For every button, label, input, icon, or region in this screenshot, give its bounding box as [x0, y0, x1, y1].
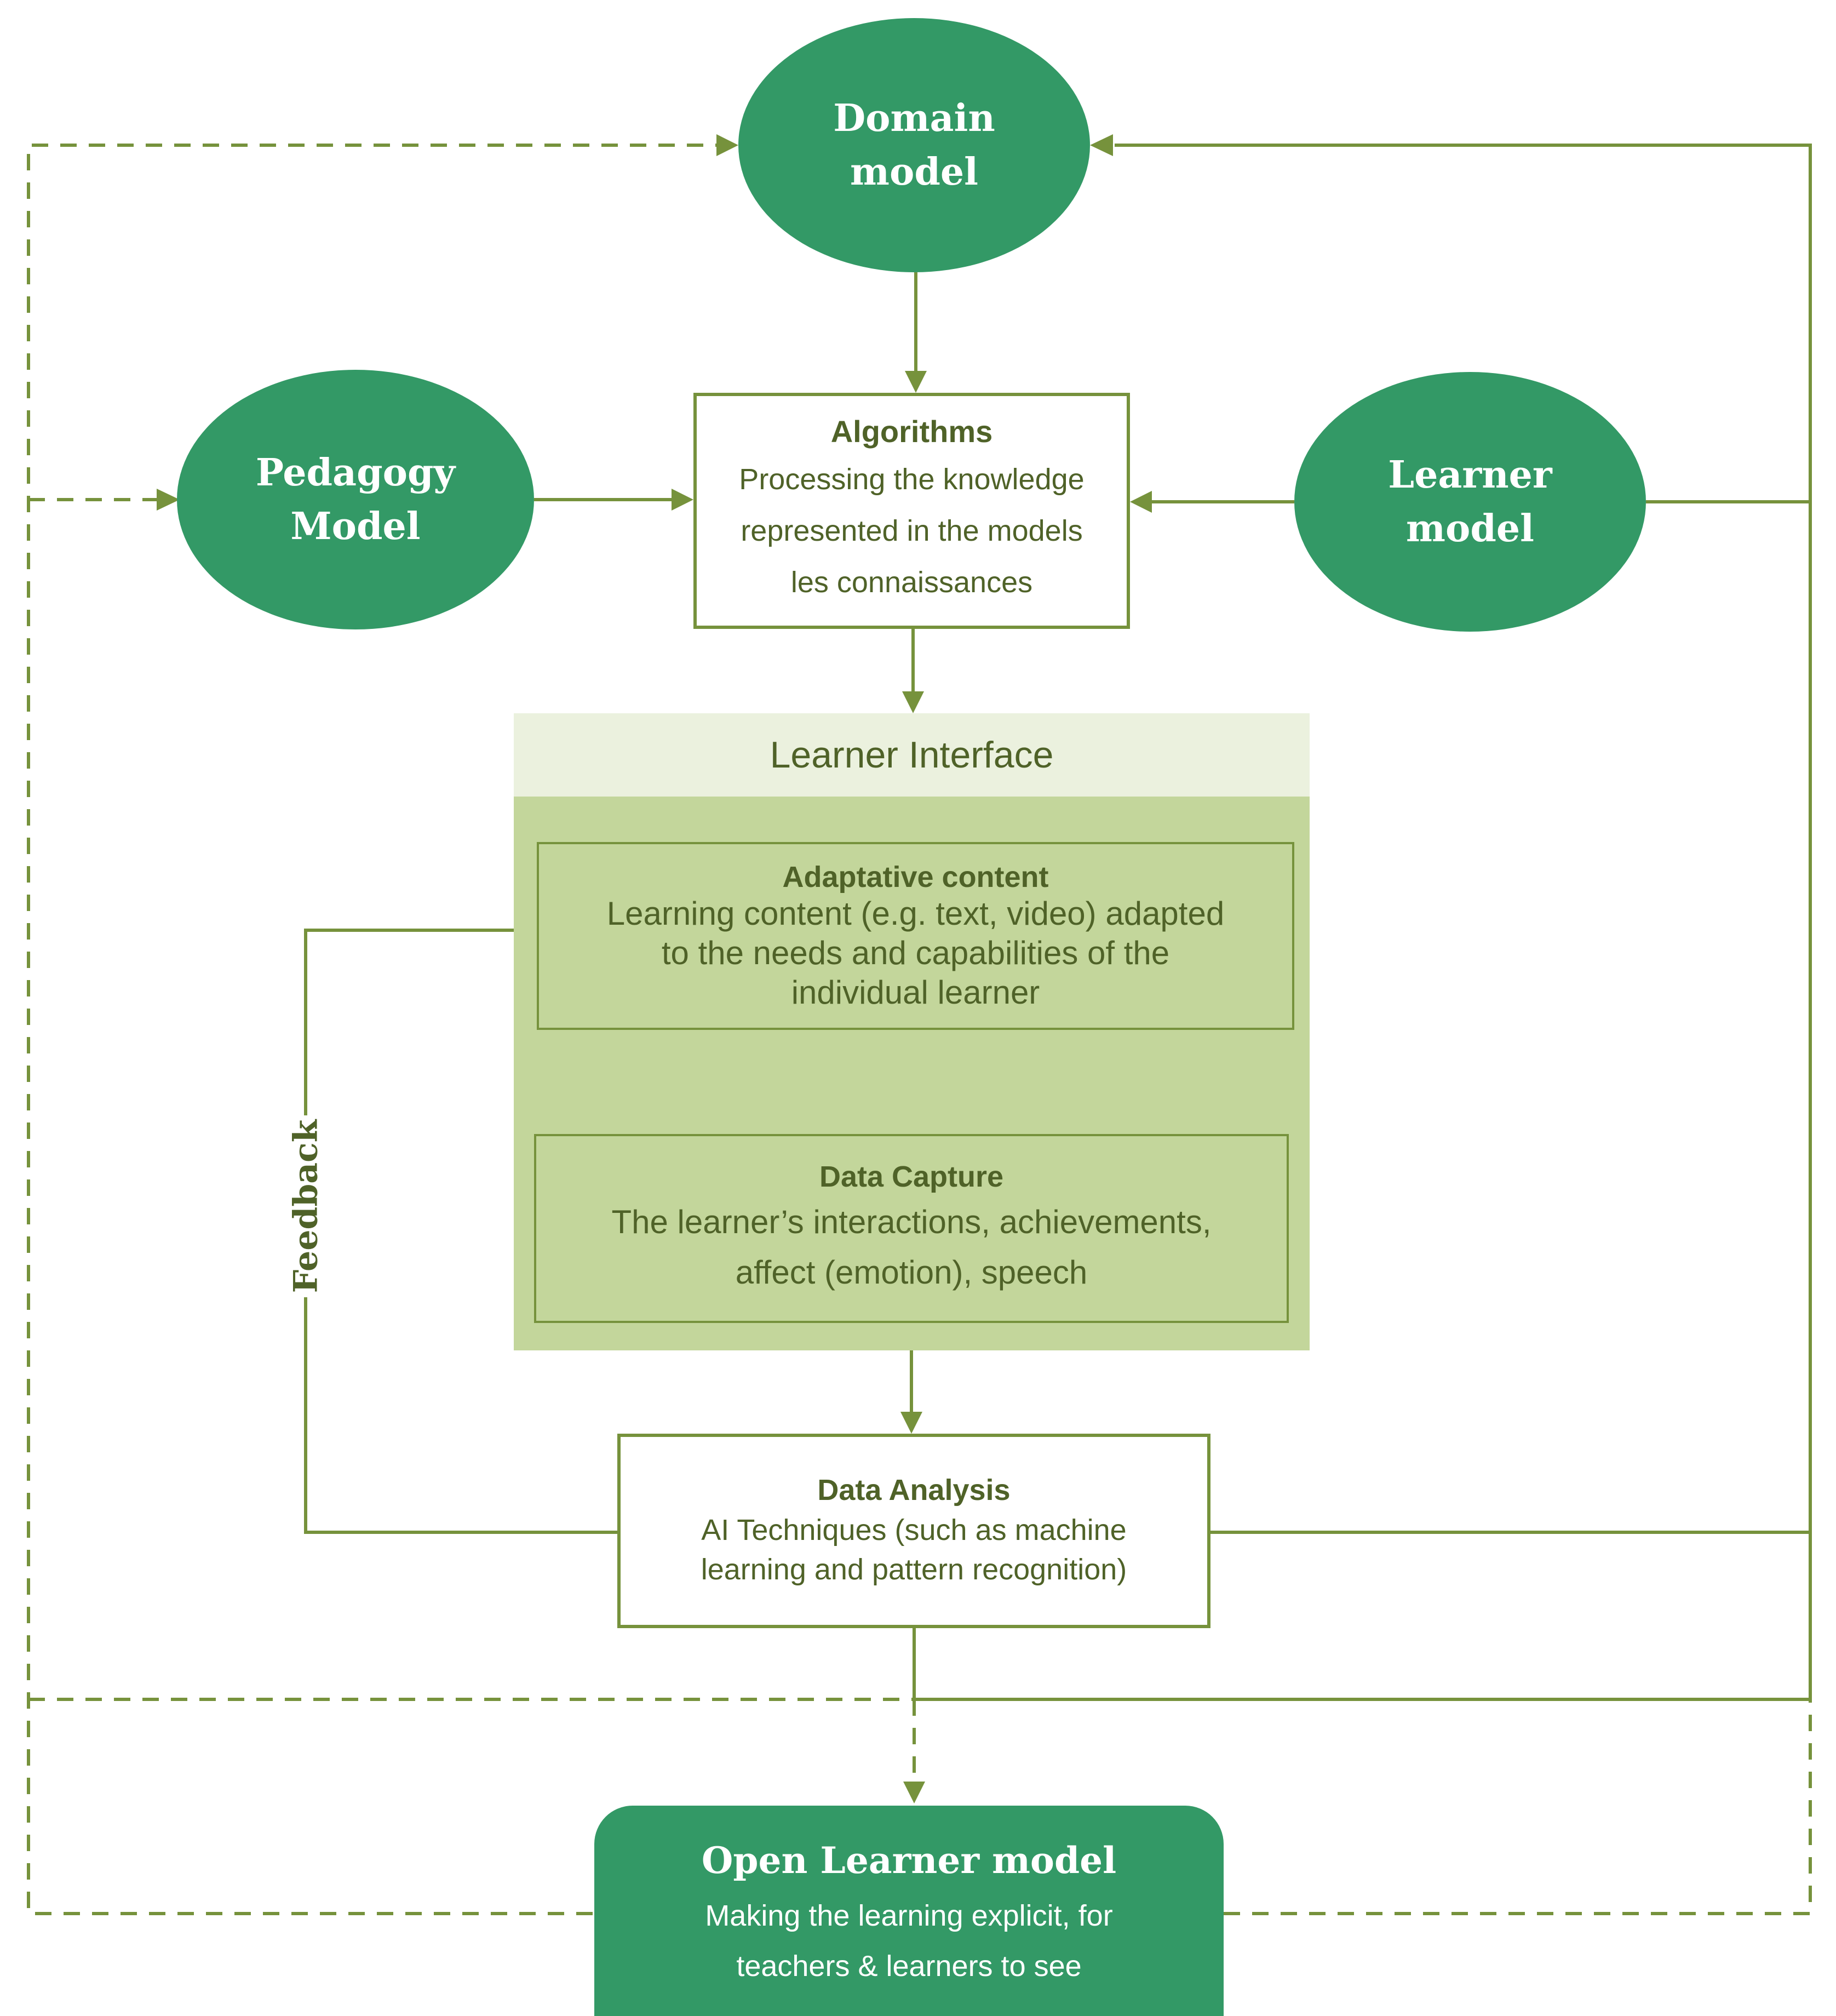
algorithms-title: Algorithms	[830, 414, 993, 449]
data-capture-title: Data Capture	[819, 1160, 1004, 1193]
arrowhead-olm-top	[903, 1782, 925, 1803]
adaptative-content-box[interactable]: Adaptative content Learning content (e.g…	[537, 842, 1294, 1030]
adaptative-content-title: Adaptative content	[782, 860, 1049, 894]
algorithms-line-3: les connaissances	[790, 566, 1033, 599]
adaptative-content-line-1: Learning content (e.g. text, video) adap…	[606, 895, 1225, 932]
learner-interface-panel	[514, 797, 1310, 1350]
arrowhead-interface-top	[902, 691, 924, 713]
learner-interface-title: Learner Interface	[770, 734, 1054, 776]
open-learner-model-title: Open Learner model	[701, 1839, 1117, 1882]
data-capture-line-2: affect (emotion), speech	[735, 1253, 1088, 1291]
learner-model-label-2: model	[1406, 507, 1534, 551]
dashed-connector-right-bottom	[1224, 1699, 1812, 1915]
pedagogy-model[interactable]: Pedagogy Model	[177, 370, 534, 629]
feedback-label: Feedback	[262, 1115, 349, 1297]
domain-model-label-1: Domain	[833, 96, 995, 140]
algorithms-line-2: represented in the models	[741, 514, 1083, 547]
open-learner-model-line-1: Making the learning explicit, for	[705, 1899, 1113, 1932]
pedagogy-model-label-1: Pedagogy	[255, 451, 456, 495]
adaptative-content-line-3: individual learner	[791, 973, 1040, 1011]
arrowhead-domain-right	[1090, 134, 1113, 156]
data-capture-box[interactable]: Data Capture The learner’s interactions,…	[534, 1134, 1289, 1323]
arrowhead-domain-left	[716, 134, 738, 156]
open-learner-model-line-2: teachers & learners to see	[736, 1950, 1082, 1983]
data-analysis-line-2: learning and pattern recognition)	[701, 1553, 1127, 1586]
connector-right-outer	[1115, 144, 1812, 1699]
learner-model[interactable]: Learner model	[1294, 372, 1646, 632]
data-analysis-title: Data Analysis	[817, 1473, 1011, 1507]
arrowhead-pedagogy	[157, 489, 180, 511]
pedagogy-model-label-2: Model	[290, 505, 421, 548]
feedback-text: Feedback	[286, 1119, 325, 1293]
arrowhead-algorithms-right	[1130, 491, 1152, 513]
algorithms-box[interactable]: Algorithms Processing the knowledge repr…	[693, 393, 1130, 629]
domain-model[interactable]: Domain model	[738, 18, 1090, 272]
data-analysis-box[interactable]: Data Analysis AI Techniques (such as mac…	[617, 1434, 1210, 1628]
learner-model-shape[interactable]	[1294, 372, 1646, 632]
data-analysis-line-1: AI Techniques (such as machine	[701, 1513, 1127, 1547]
pedagogy-model-shape[interactable]	[177, 370, 534, 629]
data-capture-line-1: The learner’s interactions, achievements…	[611, 1203, 1212, 1240]
arrowhead-analysis-top	[900, 1412, 922, 1434]
arrowhead-algorithms-left	[672, 489, 693, 511]
learner-model-label-1: Learner	[1388, 453, 1552, 497]
learner-interface-header: Learner Interface	[514, 713, 1310, 797]
arrowhead-algorithms-top	[905, 371, 927, 393]
domain-model-shape[interactable]	[738, 18, 1090, 272]
algorithms-line-1: Processing the knowledge	[739, 463, 1085, 496]
adaptative-content-line-2: to the needs and capabilities of the	[661, 934, 1170, 971]
domain-model-label-2: model	[850, 150, 978, 194]
open-learner-model-box[interactable]: Open Learner model Making the learning e…	[594, 1806, 1224, 2016]
